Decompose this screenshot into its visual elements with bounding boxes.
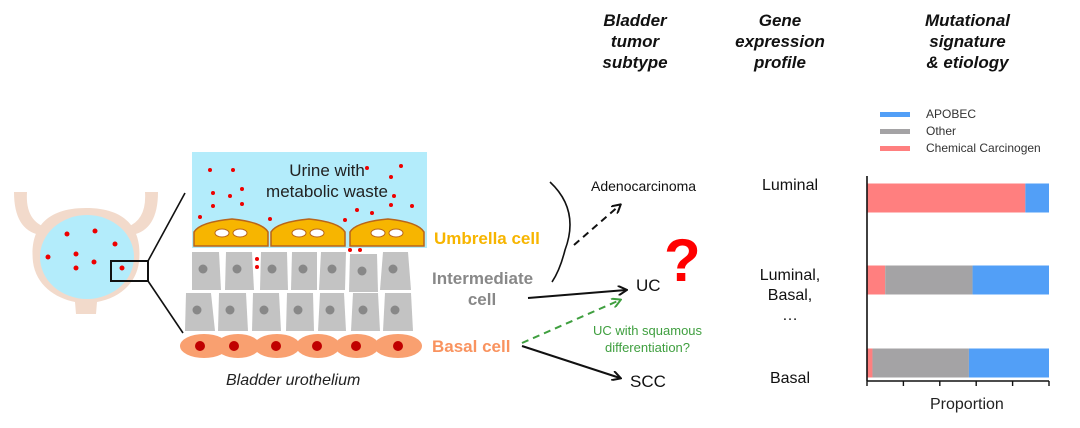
legend-item-chemical: Chemical Carcinogen: [880, 140, 1041, 157]
intermediate-cells: [185, 248, 413, 331]
expression-top: Luminal: [740, 177, 840, 195]
subtype-adenocarcinoma: Adenocarcinoma: [591, 178, 697, 194]
legend-item-other: Other: [880, 123, 1041, 140]
legend-label: Chemical Carcinogen: [926, 141, 1041, 155]
mutational-signature-chart: [866, 176, 1050, 386]
legend-swatch-other: [880, 129, 910, 135]
uc-squamous-line: differentiation?: [604, 340, 691, 355]
intermediate-label-line: cell: [467, 290, 497, 309]
legend-item-apobec: APOBEC: [880, 106, 1041, 123]
x-axis-label: Proportion: [930, 396, 1004, 413]
zoom-box: [110, 260, 149, 282]
subtype-scc: SCC: [630, 372, 666, 391]
subtype-uc: UC: [636, 276, 661, 295]
bar-segment-other: [872, 348, 969, 378]
subtype-uc-squamous: UC with squamous differentiation?: [575, 322, 720, 356]
header-tumor-subtype: Bladder tumor subtype: [585, 10, 685, 73]
expression-bottom: Basal: [740, 370, 840, 388]
header-line: expression: [735, 32, 825, 51]
bar-segment-apobec: [968, 348, 1049, 378]
bar-segment-apobec: [972, 265, 1049, 295]
header-line: subtype: [602, 53, 668, 72]
bladder-icon: [14, 192, 158, 314]
arrow-to-adenocarcinoma[interactable]: [573, 205, 620, 246]
urine-label-line: metabolic waste: [266, 182, 388, 201]
urine-label: Urine with metabolic waste: [262, 160, 392, 202]
bracket-curve: [549, 181, 571, 283]
arrow-intermediate-to-uc[interactable]: [527, 290, 626, 299]
umbrella-cell-label: Umbrella cell: [434, 229, 540, 248]
urothelium-caption: Bladder urothelium: [226, 372, 361, 389]
header-line: Mutational: [925, 11, 1010, 30]
legend-label: Other: [926, 124, 957, 138]
umbrella-cells: [193, 218, 425, 247]
waste-dots: [45, 228, 125, 271]
uc-squamous-line: UC with squamous: [592, 323, 703, 338]
bar-segment-apobec: [1025, 183, 1049, 213]
legend-swatch-apobec: [880, 112, 910, 118]
header-mutational-signature: Mutational signature & etiology: [905, 10, 1030, 73]
legend-swatch-chemical: [880, 146, 910, 152]
arrow-basal-to-uc-squamous[interactable]: [521, 300, 620, 344]
intermediate-label-line: Intermediate: [432, 269, 534, 288]
expression-line: Basal,: [767, 287, 813, 304]
intermediate-cell-label: Intermediate cell: [432, 268, 534, 310]
question-mark-icon: ?: [664, 227, 701, 294]
expression-line: Basal: [769, 370, 811, 387]
bar-segment-chemical-carcinogen: [867, 348, 873, 378]
zoom-line: [147, 192, 186, 262]
header-gene-expression: Gene expression profile: [725, 10, 835, 73]
expression-line: Luminal,: [759, 267, 821, 284]
expression-line: …: [782, 307, 798, 324]
header-line: tumor: [610, 32, 660, 51]
header-line: signature: [929, 32, 1006, 51]
zoom-line: [147, 280, 184, 334]
bar-segment-chemical-carcinogen: [867, 265, 886, 295]
urine-label-line: Urine with: [289, 161, 365, 180]
bar-segment-other: [885, 265, 973, 295]
arrow-basal-to-scc[interactable]: [521, 345, 620, 378]
basal-cell-label: Basal cell: [432, 337, 511, 356]
expression-line: Luminal: [761, 177, 819, 194]
basal-cells: [180, 334, 422, 358]
legend-label: APOBEC: [926, 107, 977, 121]
urine-waste-dots: [198, 164, 414, 222]
header-line: & etiology: [926, 53, 1009, 72]
bar-segment-chemical-carcinogen: [867, 183, 1026, 213]
header-line: Bladder: [603, 11, 667, 30]
chart-legend: APOBEC Other Chemical Carcinogen: [880, 106, 1041, 157]
expression-middle: Luminal, Basal, …: [740, 266, 840, 326]
header-line: Gene: [758, 11, 802, 30]
header-line: profile: [754, 53, 806, 72]
